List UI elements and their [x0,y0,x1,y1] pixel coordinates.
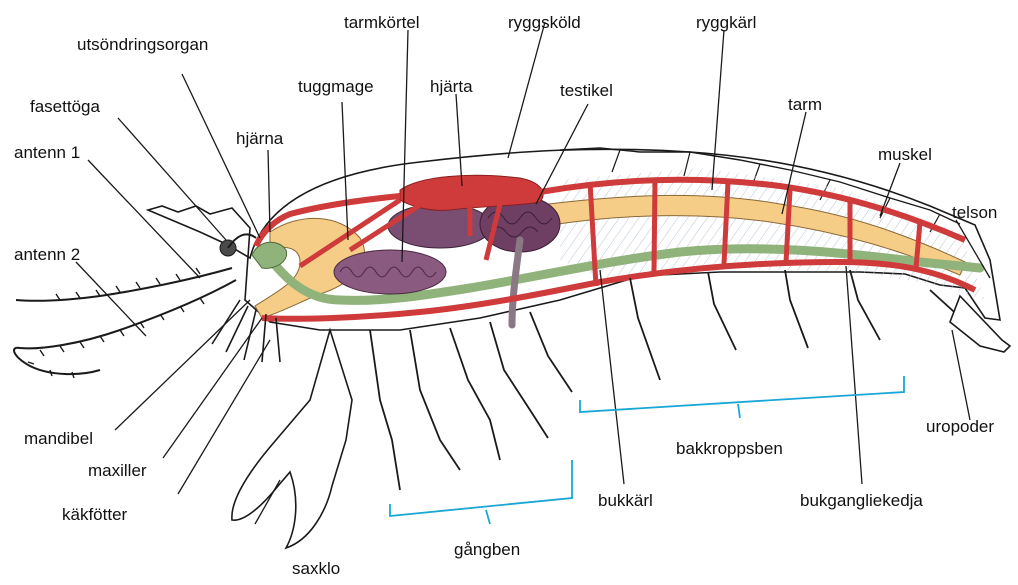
swimmerets [630,270,980,380]
label-muscle: muskel [878,146,932,163]
antenna-1-segments [56,268,200,300]
label-maxillae: maxiller [88,462,147,479]
label-brain: hjärna [236,130,283,147]
label-testis: testikel [560,82,613,99]
label-uropods: uropoder [926,418,994,435]
label-nerve-cord: bukgangliekedja [800,492,923,509]
label-dorsal-vessel: ryggkärl [696,14,756,31]
gangben-bracket [390,460,572,516]
label-swimmerets: bakkroppsben [676,440,783,457]
label-carapace: ryggsköld [508,14,581,31]
label-gut: tarm [788,96,822,113]
label-maxillipeds: käkfötter [62,506,127,523]
label-mandible: mandibel [24,430,93,447]
antenna-2-segments [28,298,204,378]
label-telson: telson [952,204,997,221]
antenna-2 [14,280,236,374]
digestive-gland [334,250,446,294]
label-gastric-mill: tuggmage [298,78,374,95]
label-antenna-2: antenn 2 [14,246,80,263]
label-excretory-organ: utsöndringsorgan [77,36,208,53]
walking-legs [370,312,572,490]
label-antenna-1: antenn 1 [14,144,80,161]
claw [232,330,352,548]
label-heart: hjärta [430,78,473,95]
label-compound-eye: fasettöga [30,98,100,115]
label-digestive-gland: tarmkörtel [344,14,420,31]
label-ventral-vessel: bukkärl [598,492,653,509]
label-walking-legs: gångben [454,541,520,558]
label-claw: saxklo [292,560,340,577]
